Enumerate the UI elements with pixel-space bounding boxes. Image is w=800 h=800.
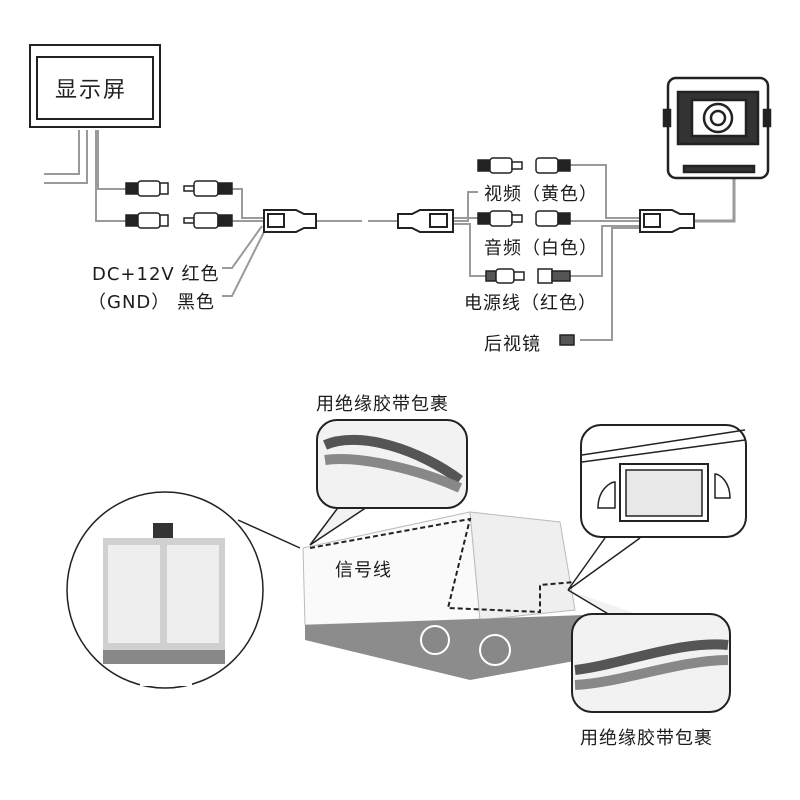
rca-connectors-right <box>477 157 575 346</box>
display-wires <box>44 130 736 341</box>
signal-line-label: 信号线 <box>335 560 392 581</box>
camera-device <box>662 76 772 180</box>
truck-illustration <box>302 511 585 680</box>
gnd-label: （GND） 黑色 <box>88 292 215 313</box>
dashboard-bubble <box>567 424 747 591</box>
tape-label-bottom: 用绝缘胶带包裹 <box>580 728 713 749</box>
tape-bubble-top <box>309 419 468 546</box>
display-monitor <box>29 44 161 128</box>
mirror-label: 后视镜 <box>484 334 541 355</box>
rear-view-circle <box>66 491 301 689</box>
audio-label: 音频（白色） <box>484 238 598 259</box>
display-label: 显示屏 <box>55 78 128 103</box>
dc-power-label: DC+12V 红色 <box>92 264 220 285</box>
tape-label-top: 用绝缘胶带包裹 <box>316 394 449 415</box>
rca-connectors-left <box>125 180 233 229</box>
harness-connector-middle <box>397 209 454 233</box>
harness-connector-left <box>263 209 317 233</box>
harness-connector-right <box>639 209 695 233</box>
tape-bubble-bottom <box>567 589 731 713</box>
power-line-label: 电源线（红色） <box>464 293 597 314</box>
video-label: 视频（黄色） <box>484 184 598 205</box>
